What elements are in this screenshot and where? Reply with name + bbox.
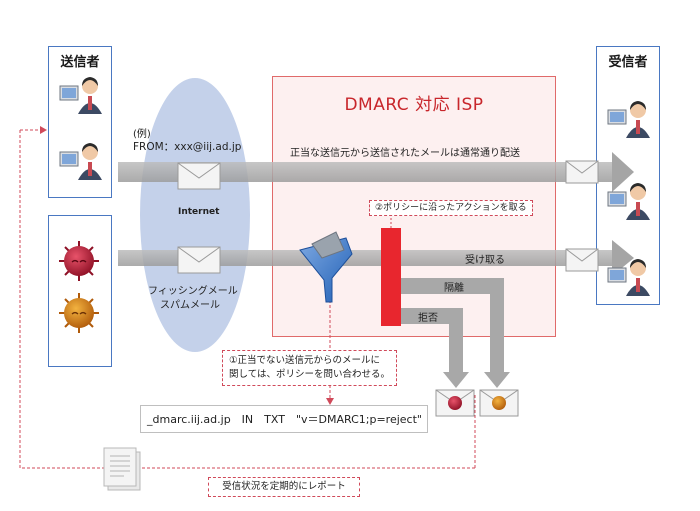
reject-arrow: [400, 308, 469, 388]
envelope-icon: [177, 246, 221, 274]
policy-action-text: ②ポリシーに沿ったアクションを取る: [375, 203, 527, 213]
example-label: (例): [133, 129, 151, 140]
funnel-icon: [299, 231, 353, 303]
phishing-label: フィッシングメール: [148, 286, 238, 297]
phishing-flow-arrow: [118, 240, 634, 276]
policy-action-note: ②ポリシーに沿ったアクションを取る: [369, 200, 533, 216]
dns-record-box: _dmarc.iij.ad.jp IN TXT "v＝DMARC1;p=reje…: [140, 405, 428, 433]
virus-icon: [59, 293, 99, 333]
senders-title: 送信者: [60, 55, 100, 70]
quarantine-label: 隔離: [444, 283, 464, 294]
internet-label: Internet: [178, 207, 220, 217]
user-computer-icon: [607, 259, 650, 296]
normal-delivery-label: 正当な送信元から送信されたメールは通常通り配送: [290, 148, 520, 159]
dns-record-text: _dmarc.iij.ad.jp IN TXT "v＝DMARC1;p=reje…: [147, 413, 422, 426]
isp-title: DMARC 対応 ISP: [344, 95, 484, 115]
envelope-icon: [565, 160, 599, 184]
policy-bar: [381, 228, 401, 326]
quarantined-mail-icon: [479, 389, 519, 417]
user-computer-icon: [607, 101, 650, 138]
report-loop-line: [19, 126, 476, 469]
policy-query-note: ①正当でない送信元からのメールに 関しては、ポリシーを問い合わせる。: [222, 350, 398, 386]
rejected-mail-icon: [435, 389, 475, 417]
accept-label: 受け取る: [465, 255, 505, 266]
envelope-icon: [565, 248, 599, 272]
query-note-line1: ①正当でない送信元からのメールに: [229, 355, 381, 366]
document-stack-icon: [103, 447, 141, 491]
receivers-title: 受信者: [608, 55, 648, 70]
envelope-icon: [177, 162, 221, 190]
reject-label: 拒否: [418, 313, 438, 324]
user-computer-icon: [59, 143, 102, 180]
quarantine-arrow: [400, 278, 510, 388]
user-computer-icon: [607, 183, 650, 220]
internet-cloud: [140, 78, 250, 352]
virus-icon: [59, 241, 99, 281]
user-computer-icon: [59, 77, 102, 114]
query-note-line2: 関しては、ポリシーを問い合わせる。: [229, 369, 391, 380]
legit-senders-panel: 送信者: [48, 46, 112, 198]
report-label: 受信状況を定期的にレポート: [208, 477, 360, 497]
from-address: FROM：xxx@iij.ad.jp: [133, 141, 242, 153]
malicious-senders-panel: [48, 215, 112, 367]
spam-label: スパムメール: [160, 300, 220, 311]
legit-flow-arrow: [118, 152, 634, 192]
